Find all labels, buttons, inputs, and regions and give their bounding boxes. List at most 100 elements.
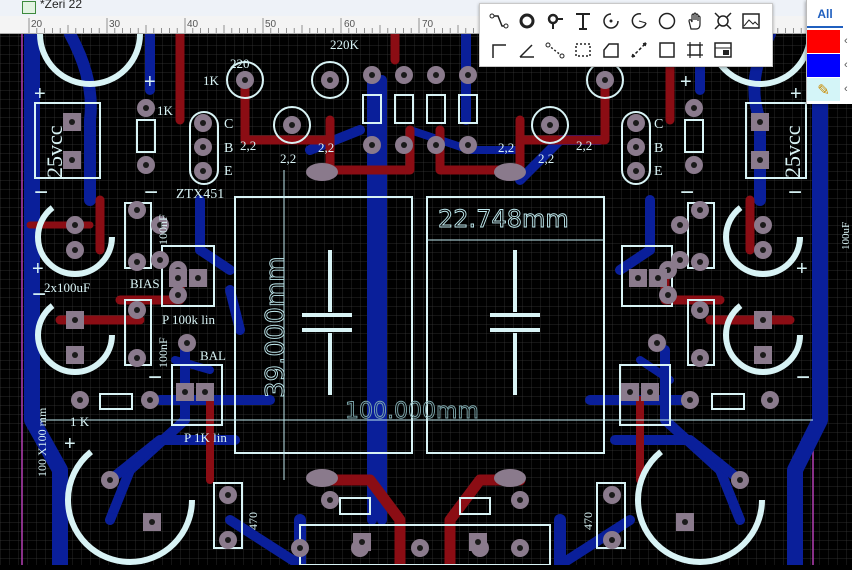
- component-icon[interactable]: [710, 37, 736, 63]
- pad-hole: [633, 144, 639, 150]
- text-tool-icon[interactable]: [570, 8, 596, 34]
- svg-text:+: +: [144, 71, 156, 93]
- key-pad-icon[interactable]: [542, 8, 568, 34]
- cap-outline-left: [234, 196, 413, 454]
- label-elcap: 2x100uF: [44, 280, 90, 295]
- pad-hole: [157, 222, 163, 228]
- pad-hole: [327, 497, 333, 503]
- pad-hole: [465, 142, 471, 148]
- pad-hole: [433, 142, 439, 148]
- pad-hole: [433, 72, 439, 78]
- circle-icon[interactable]: [654, 8, 680, 34]
- layer-arrow-icon[interactable]: ‹: [844, 59, 848, 71]
- layer-arrow-icon[interactable]: ‹: [844, 35, 848, 47]
- label-bal: BAL: [200, 348, 226, 363]
- circle-pad-icon[interactable]: [514, 8, 540, 34]
- label-1k-left: 1K: [157, 103, 174, 118]
- pad-hole: [69, 119, 75, 125]
- layer-arrow-icon[interactable]: ‹: [844, 83, 848, 95]
- pad-hole: [760, 222, 766, 228]
- label-22-a: 2,2: [240, 138, 256, 153]
- pad-hole: [517, 497, 523, 503]
- pad-hole: [654, 340, 660, 346]
- group-icon[interactable]: [682, 37, 708, 63]
- pad-hole: [609, 537, 615, 543]
- tab-all[interactable]: All: [807, 2, 843, 28]
- dashed-line-icon[interactable]: [542, 37, 568, 63]
- pad-hole: [72, 222, 78, 228]
- arc-icon[interactable]: [626, 8, 652, 34]
- layer-swatch-bottom-copper[interactable]: [807, 54, 840, 77]
- route-tool-icon[interactable]: [486, 8, 512, 34]
- dimension-text: 22.748mm 39.000mm 100.000mm: [261, 205, 570, 425]
- pad-hole: [134, 207, 140, 213]
- label-pot-bias: P 100k lin: [162, 312, 215, 327]
- ruler-label-20: 20: [31, 19, 43, 30]
- arc-center-icon[interactable]: [598, 8, 624, 34]
- svg-text:+: +: [790, 83, 802, 105]
- pad-hole: [134, 307, 140, 313]
- pad-hole: [289, 122, 295, 128]
- pad-hole: [401, 142, 407, 148]
- angle-icon[interactable]: [514, 37, 540, 63]
- pad-hole: [401, 72, 407, 78]
- label-1k-top: 1K: [203, 73, 220, 88]
- ruler-label-70: 70: [422, 19, 434, 30]
- pad-hole: [687, 397, 693, 403]
- oval-pad: [494, 469, 526, 487]
- pads: [63, 66, 779, 557]
- label-pin-b-left: B: [224, 141, 233, 156]
- pad-hole: [465, 72, 471, 78]
- zoom-fit-icon[interactable]: [710, 8, 736, 34]
- pad-hole: [665, 292, 671, 298]
- cap-outline-right: [426, 196, 605, 454]
- label-pot-bal: P 1K lin: [184, 430, 227, 445]
- pad-hole: [72, 317, 78, 323]
- dashed-rect-icon[interactable]: [570, 37, 596, 63]
- svg-text:+: +: [32, 258, 44, 280]
- svg-text:+: +: [34, 83, 46, 105]
- rect-icon[interactable]: [654, 37, 680, 63]
- pad-hole: [697, 259, 703, 265]
- corner-line-icon[interactable]: [486, 37, 512, 63]
- pad-hole: [635, 275, 641, 281]
- hand-tool-icon[interactable]: [682, 8, 708, 34]
- pad-hole: [175, 275, 181, 281]
- layer-swatch-draw[interactable]: ✎: [807, 78, 840, 101]
- measure-icon[interactable]: [626, 37, 652, 63]
- pad-hole: [737, 477, 743, 483]
- pad-hole: [77, 397, 83, 403]
- pad-hole: [697, 355, 703, 361]
- label-transistor: ZTX451: [176, 187, 224, 202]
- label-pin-e-right: E: [654, 164, 663, 179]
- pad-hole: [297, 545, 303, 551]
- pad-hole: [547, 122, 553, 128]
- svg-text:+: +: [680, 71, 692, 93]
- label-220: 220: [230, 56, 250, 71]
- label-220k: 220K: [330, 37, 360, 52]
- pad-hole: [691, 162, 697, 168]
- svg-text:−: −: [680, 179, 694, 206]
- pad-hole: [609, 492, 615, 498]
- svg-text:+: +: [64, 433, 76, 455]
- ruler-label-50: 50: [265, 19, 277, 30]
- layer-swatch-top-copper[interactable]: [807, 30, 840, 53]
- oval-pad: [306, 469, 338, 487]
- label-1k-bottom: 1 K: [70, 414, 90, 429]
- label-board-size: 100 X100 mm: [35, 407, 49, 477]
- pad-hole: [767, 397, 773, 403]
- silkscreen-layer: [34, 0, 813, 566]
- label-22-c: 2,2: [318, 140, 334, 155]
- label-pin-c-left: C: [224, 117, 233, 132]
- label-470-b: 470: [581, 512, 595, 530]
- tool-palette: [479, 3, 773, 67]
- pad-hole: [359, 539, 365, 545]
- label-supply-left: 25vcc: [42, 125, 67, 178]
- polygon-icon[interactable]: [598, 37, 624, 63]
- svg-text:−: −: [148, 364, 162, 391]
- image-icon[interactable]: [738, 8, 764, 34]
- pad-hole: [69, 157, 75, 163]
- label-pin-c-right: C: [654, 117, 663, 132]
